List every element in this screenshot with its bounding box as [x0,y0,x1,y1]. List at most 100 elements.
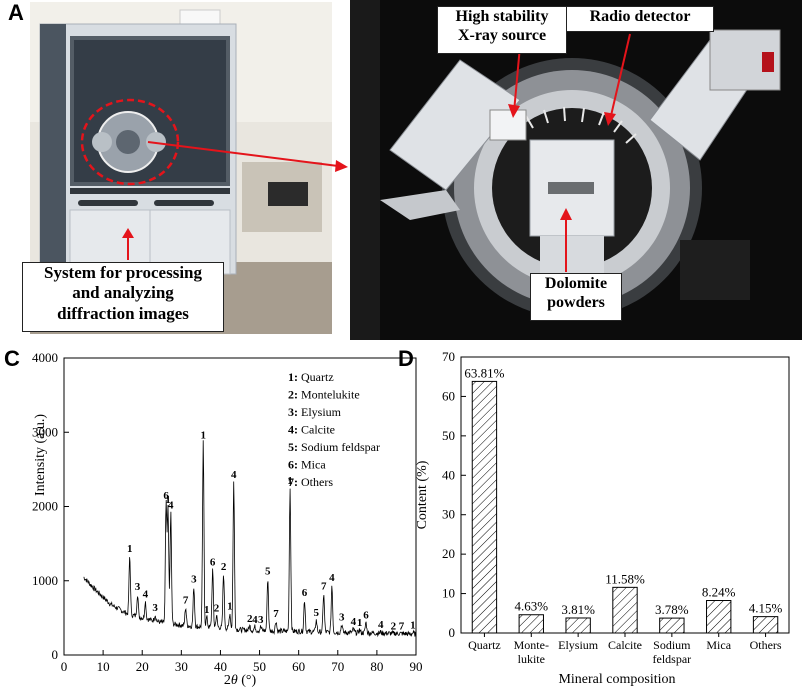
xrd-pattern-line [83,440,417,638]
chart-c-xtick-label: 10 [97,659,110,674]
peak-label: 2 [221,561,227,573]
chart-c-ylabel: Intensity (a.u.) [33,414,48,496]
chart-c-ytick-label: 0 [52,647,59,662]
category-label: Others [750,638,782,652]
peak-label: 1 [287,475,293,487]
peak-label: 2 [247,613,253,625]
bar [565,617,591,634]
peak-label: 5 [265,566,271,578]
peak-label: 7 [321,580,327,592]
peak-label: 3 [258,614,264,626]
legend-number: 3: [288,405,298,419]
bar [706,600,732,634]
peak-label: 4 [378,619,384,631]
bar-value-label: 3.78% [655,602,689,617]
legend-mineral-name: Elysium [298,405,342,419]
peak-label: 6 [363,609,369,621]
chart-c-xtick-label: 30 [175,659,188,674]
category-label: Quartz [468,638,501,652]
xlabel-part-1: 2 [224,673,231,688]
legend-entry: 5: Sodium feldspar [288,440,380,454]
category-label: Elysium [558,638,599,652]
xray-source-callout: High stability X-ray source [437,6,567,54]
bar-value-label: 4.63% [514,599,548,614]
legend-mineral-name: Sodium feldspar [298,440,380,454]
legend-entry: 1: Quartz [288,370,334,384]
legend-mineral-name: Montelukite [298,388,360,402]
peak-label: 3 [191,574,197,586]
bar [471,380,498,634]
legend-mineral-name: Quartz [298,370,334,384]
processing-system-callout: System for processing and analyzing diff… [22,262,224,332]
chart-c-xtick-label: 50 [253,659,266,674]
detector-label: Radio detector [589,8,691,25]
peak-label: 4 [143,589,149,601]
legend-number: 1: [288,370,298,384]
bar [518,614,544,634]
peak-label: 1 [357,617,363,629]
bar-value-label: 8.24% [702,585,736,600]
peak-label: 3 [152,602,158,614]
chart-d-ytick-label: 70 [442,349,455,364]
peak-label: 7 [399,620,405,632]
legend-number: 4: [288,423,298,437]
legend-mineral-name: Others [298,475,333,489]
peak-label: 6 [210,557,216,569]
category-label: Mica [706,638,731,652]
powder-line-1: Dolomite [544,275,608,292]
category-label: Monte- [514,638,549,652]
legend-entry: 4: Calcite [288,423,335,437]
bar [659,617,685,634]
peak-label: 4 [168,499,174,511]
chart-d-ylabel: Content (%) [415,460,430,529]
chart-d-ytick-label: 10 [442,586,455,601]
chart-d-ytick-label: 40 [442,467,455,482]
source-line-2: X-ray source [457,27,547,45]
legend-entry: 6: Mica [288,458,326,472]
powder-line-2: powders [547,294,605,312]
chart-d-ytick-label: 30 [442,507,455,522]
legend-entry: 7: Others [288,475,333,489]
radio-detector-callout: Radio detector [566,6,714,32]
chart-c-xtick-label: 60 [292,659,305,674]
chart-d-xlabel: Mineral composition [558,672,675,687]
bar [752,616,779,634]
chart-d-ytick-label: 20 [442,546,455,561]
peak-label: 7 [273,608,279,620]
legend-entry: 2: Montelukite [288,388,360,402]
chart-c-xtick-label: 70 [331,659,344,674]
bar-value-label: 4.15% [749,601,783,616]
peak-label: 4 [252,614,258,626]
legend-number: 2: [288,388,298,402]
chart-c-ytick-label: 4000 [32,350,58,365]
peak-label: 4 [231,469,237,481]
callout-line-3: diffraction images [57,303,189,323]
peak-label: 4 [329,572,335,584]
category-label: lukite [518,652,545,666]
callout-line-1: System for processing [43,263,203,282]
chart-c-ytick-label: 1000 [32,573,58,588]
peak-label: 1 [127,543,133,555]
bar-value-label: 63.81% [464,365,504,380]
chart-d-ytick-label: 50 [442,428,455,443]
chart-c-xtick-label: 90 [410,659,423,674]
dolomite-powders-callout: Dolomite powders [530,273,622,321]
peak-label: 1 [410,620,416,632]
peak-label: 2 [214,603,220,615]
legend-mineral-name: Mica [298,458,326,472]
chart-d-ytick-label: 0 [449,625,456,640]
chart-c-xtick-label: 20 [136,659,149,674]
source-line-1: High stability [455,8,549,25]
peak-label: 6 [163,490,169,502]
category-label: Sodium [653,638,691,652]
chart-c-xtick-label: 80 [370,659,383,674]
category-label: feldspar [653,652,692,666]
callout-line-2: and analyzing [72,283,174,303]
chart-c-ytick-label: 2000 [32,499,58,514]
category-label: Calcite [608,638,642,652]
chart-d-ytick-label: 60 [442,388,455,403]
legend-number: 7: [288,475,298,489]
panel-c-label: C [4,346,20,371]
